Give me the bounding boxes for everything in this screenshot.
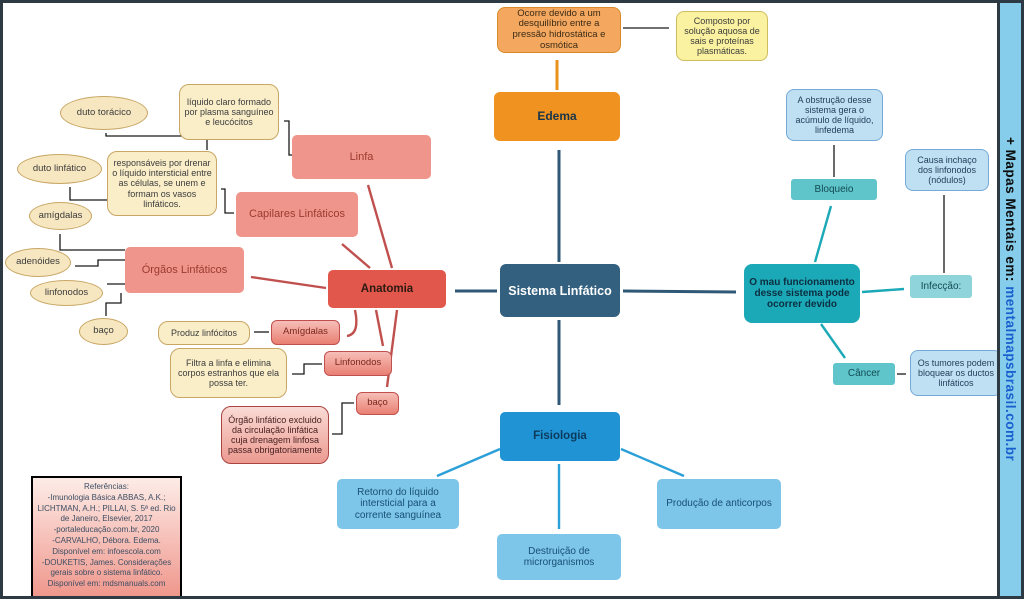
watermark-site-link[interactable]: mentalmapsbrasil.com.br bbox=[1003, 286, 1018, 462]
node-bloqueio: Bloqueio bbox=[791, 179, 877, 200]
note-capilares-definicao: responsáveis por drenar o líquido inters… bbox=[107, 151, 217, 216]
node-baco-ellipse: baço bbox=[79, 318, 128, 345]
watermark-prefix: + Mapas Mentais em: bbox=[1003, 137, 1018, 287]
connector-baco-note bbox=[332, 402, 354, 435]
node-linfonodos-ellipse: linfonodos bbox=[30, 280, 103, 306]
note-tumores: Os tumores podem bloquear os ductos linf… bbox=[910, 350, 1002, 396]
connector-linfonodos-filtra bbox=[292, 363, 322, 375]
node-capilares-linfaticos: Capilares Linfáticos bbox=[236, 192, 358, 237]
arrow-root-mau-funcionamento bbox=[622, 289, 737, 294]
node-cancer: Câncer bbox=[833, 363, 895, 385]
note-edema-cause: Ocorre devido a um desquilíbrio entre a … bbox=[497, 7, 621, 53]
arrow-anatomia-capilares bbox=[341, 243, 371, 269]
node-adenoides: adenóides bbox=[5, 248, 71, 277]
arrow-fisiologia-retorno bbox=[436, 447, 501, 478]
reference-line: -Imunologia Básica ABBAS, A.K.; bbox=[47, 492, 166, 502]
node-amigdalas: Amígdalas bbox=[271, 320, 340, 345]
node-infeccao: Infecção: bbox=[910, 275, 972, 298]
references-box: Referências: -Imunologia Básica ABBAS, A… bbox=[31, 476, 182, 596]
node-destruicao-microrganismos: Destruição de microrganismos bbox=[497, 534, 621, 580]
node-retorno-liquido: Retorno do líquido intersticial para a c… bbox=[337, 479, 459, 529]
arrow-mau-infeccao bbox=[861, 287, 905, 294]
node-producao-anticorpos: Produção de anticorpos bbox=[657, 479, 781, 529]
references-title: Referências: bbox=[84, 482, 129, 491]
reference-line: gerais sobre o sistema linfático. bbox=[50, 568, 163, 578]
node-duto-linfatico: duto linfático bbox=[17, 154, 102, 184]
arrow-anatomia-linfa bbox=[366, 184, 394, 269]
reference-line: de Janeiro, Elsevier, 2017 bbox=[60, 514, 153, 524]
node-linfa: Linfa bbox=[292, 135, 431, 179]
node-amigdalas-ellipse: amígdalas bbox=[29, 202, 92, 230]
connector-orgaos-baco bbox=[105, 293, 122, 316]
connector-orgaos-amigdalas bbox=[59, 234, 125, 251]
note-filtra-linfa: Filtra a linfa e elimina corpos estranho… bbox=[170, 348, 287, 398]
node-mau-funcionamento: O mau funcionamento desse sistema pode o… bbox=[744, 264, 860, 323]
note-inchaco-linfonodos: Causa inchaço dos linfonodos (nódulos) bbox=[905, 149, 989, 191]
reference-line: Disponível em: infoescola.com bbox=[52, 546, 161, 556]
connector-note-duto-linfatico bbox=[69, 187, 107, 201]
note-produz-linfocitos: Produz linfócitos bbox=[158, 321, 250, 345]
node-linfonodos: Linfonodos bbox=[324, 351, 392, 376]
note-obstrucao: A obstrução desse sistema gera o acúmulo… bbox=[786, 89, 883, 141]
reference-line: -DOUKETIS, James. Considerações bbox=[41, 557, 172, 567]
connector-capilares-note bbox=[221, 188, 234, 214]
watermark-sidebar: + Mapas Mentais em: mentalmapsbrasil.com… bbox=[997, 3, 1021, 596]
arrow-anatomia-linfonodos bbox=[374, 309, 385, 347]
reference-line: Disponível em: mdsmanuals.com bbox=[47, 579, 166, 589]
arrow-anatomia-amigdalas bbox=[346, 309, 358, 338]
node-edema: Edema bbox=[494, 92, 620, 141]
watermark-text: + Mapas Mentais em: mentalmapsbrasil.com… bbox=[1003, 137, 1018, 461]
reference-line: LICHTMAN, A.H.; PILLAI, S. 5ª ed. Rio bbox=[37, 503, 176, 513]
connector-orgaos-adenoides bbox=[75, 259, 125, 267]
node-fisiologia: Fisiologia bbox=[500, 412, 620, 461]
arrow-anatomia-orgaos bbox=[250, 275, 327, 290]
node-duto-toracico: duto torácico bbox=[60, 96, 148, 130]
reference-line: -portaleducação.com.br, 2020 bbox=[53, 525, 160, 535]
note-linfa-definicao: líquido claro formado por plasma sanguín… bbox=[179, 84, 279, 140]
arrow-mau-cancer bbox=[820, 323, 846, 359]
reference-line: -CARVALHO, Débora. Edema. bbox=[52, 535, 161, 545]
arrow-fisiologia-producao bbox=[620, 447, 685, 478]
node-anatomia: Anatomia bbox=[328, 270, 446, 308]
node-orgaos-linfaticos: Órgãos Linfáticos bbox=[125, 247, 244, 293]
node-sistema-linfatico: Sistema Linfático bbox=[500, 264, 620, 317]
node-baco: baço bbox=[356, 392, 399, 415]
note-orgao-excluido: Órgão linfático excluido da circulação l… bbox=[221, 406, 329, 464]
arrow-mau-bloqueio bbox=[813, 205, 833, 263]
note-edema-composition: Composto por solução aquosa de sais e pr… bbox=[676, 11, 768, 61]
